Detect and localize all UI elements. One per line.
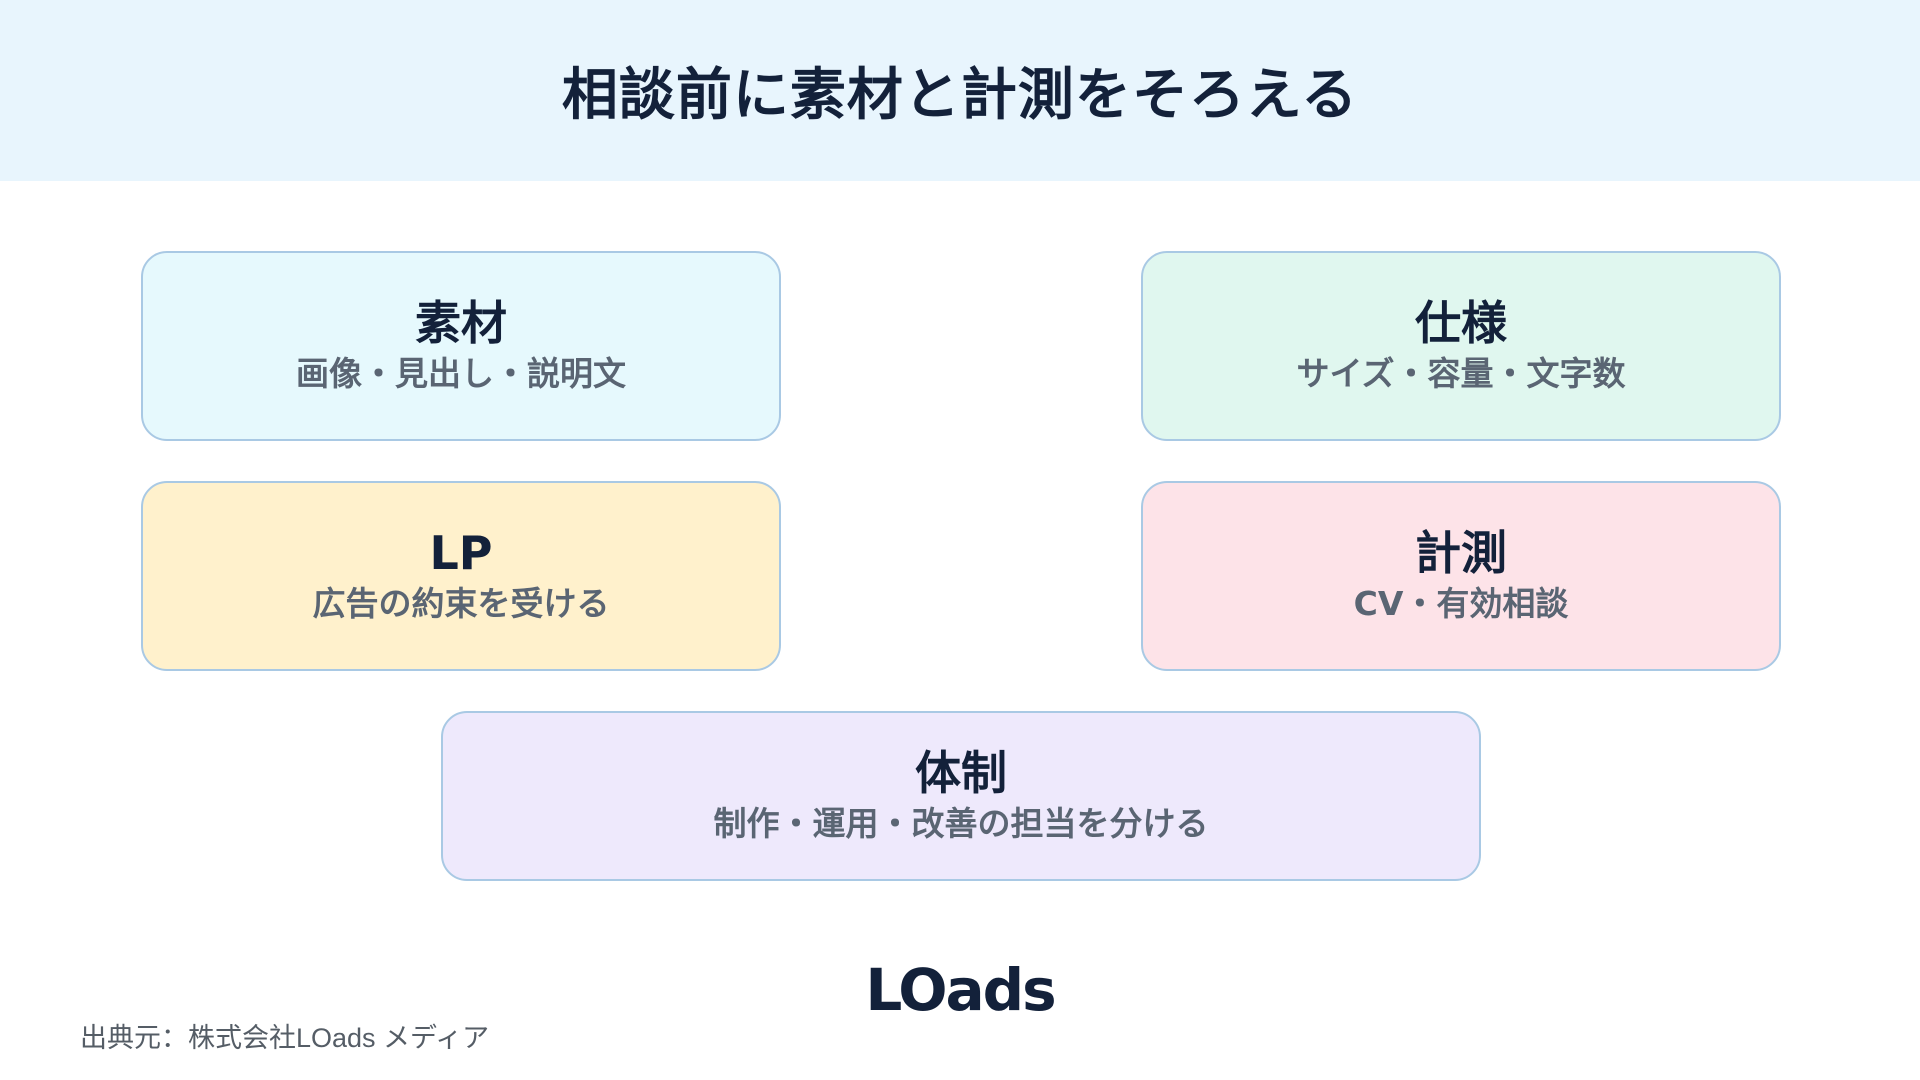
page-title: 相談前に素材と計測をそろえる	[561, 63, 1359, 128]
card-title: 仕様	[1415, 295, 1507, 350]
card-title: 素材	[415, 295, 507, 350]
source-credit: 出典元：株式会社LOads メディア	[80, 1023, 490, 1053]
card-title: 体制	[915, 745, 1007, 800]
card-measure: 計測 CV・有効相談	[1141, 481, 1781, 671]
card-subtitle: 広告の約束を受ける	[312, 584, 610, 624]
card-title: 計測	[1415, 525, 1507, 580]
card-structure: 体制 制作・運用・改善の担当を分ける	[441, 711, 1481, 881]
card-title: LP	[429, 525, 493, 580]
card-materials: 素材 画像・見出し・説明文	[141, 251, 781, 441]
card-subtitle: サイズ・容量・文字数	[1296, 354, 1626, 394]
header-band	[0, 0, 1920, 181]
card-subtitle: CV・有効相談	[1353, 584, 1569, 624]
card-subtitle: 制作・運用・改善の担当を分ける	[713, 804, 1209, 844]
card-subtitle: 画像・見出し・説明文	[296, 354, 626, 394]
card-lp: LP 広告の約束を受ける	[141, 481, 781, 671]
card-specs: 仕様 サイズ・容量・文字数	[1141, 251, 1781, 441]
loads-logo: LOads	[865, 956, 1056, 1024]
